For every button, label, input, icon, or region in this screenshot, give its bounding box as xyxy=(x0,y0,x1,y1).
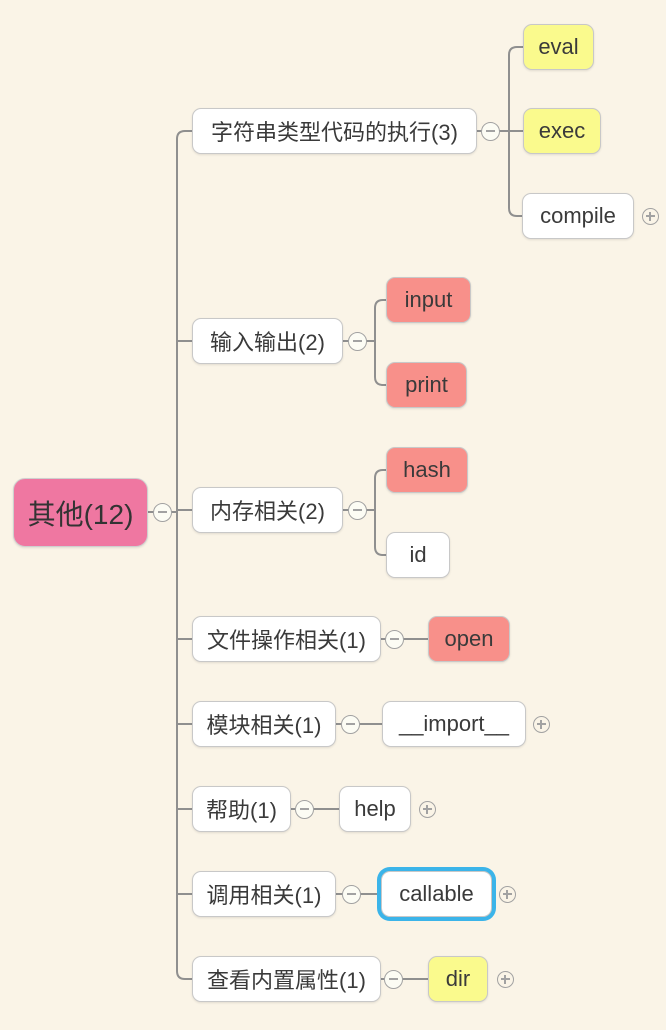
minus-icon xyxy=(389,638,399,640)
node-callable[interactable]: callable xyxy=(381,871,492,917)
node-label: open xyxy=(444,626,494,651)
plus-icon xyxy=(500,974,510,984)
branch-label: 输入输出(2) xyxy=(210,330,325,355)
node-hash[interactable]: hash xyxy=(386,447,468,493)
collapse-toggle-call-related[interactable] xyxy=(341,884,361,904)
plus-icon xyxy=(502,889,512,899)
collapse-toggle-builtin-attributes[interactable] xyxy=(383,969,403,989)
minus-icon xyxy=(352,509,362,511)
node-dir[interactable]: dir xyxy=(428,956,488,1002)
expand-toggle-help[interactable] xyxy=(418,800,436,818)
minus-icon xyxy=(157,511,167,513)
minus-icon xyxy=(485,130,495,132)
collapse-toggle-memory[interactable] xyxy=(347,500,367,520)
branch-builtin-attributes[interactable]: 查看内置属性(1) xyxy=(192,956,381,1002)
root-node-label: 其他(12) xyxy=(27,498,134,530)
node-import[interactable]: __import__ xyxy=(382,701,526,747)
minus-icon xyxy=(352,340,362,342)
branch-label: 文件操作相关(1) xyxy=(207,628,366,653)
expand-toggle-import[interactable] xyxy=(532,715,550,733)
node-label: print xyxy=(405,372,448,397)
expand-toggle-dir[interactable] xyxy=(496,970,514,988)
node-label: id xyxy=(409,542,427,567)
node-exec[interactable]: exec xyxy=(523,108,601,154)
collapse-toggle-file-operations[interactable] xyxy=(384,629,404,649)
branch-module[interactable]: 模块相关(1) xyxy=(192,701,336,747)
root-node-other[interactable]: 其他(12) xyxy=(13,478,148,547)
branch-label: 模块相关(1) xyxy=(206,713,322,738)
node-print[interactable]: print xyxy=(386,362,467,408)
minus-icon xyxy=(299,808,309,810)
node-label: input xyxy=(404,287,453,312)
branch-call-related[interactable]: 调用相关(1) xyxy=(192,871,336,917)
node-label: hash xyxy=(403,457,451,482)
branch-string-code-execution[interactable]: 字符串类型代码的执行(3) xyxy=(192,108,477,154)
plus-icon xyxy=(536,719,546,729)
node-help[interactable]: help xyxy=(339,786,411,832)
node-open[interactable]: open xyxy=(428,616,510,662)
branch-label: 字符串类型代码的执行(3) xyxy=(211,120,458,145)
node-eval[interactable]: eval xyxy=(523,24,594,70)
branch-help[interactable]: 帮助(1) xyxy=(192,786,291,832)
expand-toggle-callable[interactable] xyxy=(498,885,516,903)
collapse-toggle-input-output[interactable] xyxy=(347,331,367,351)
node-id[interactable]: id xyxy=(386,532,450,578)
node-label: callable xyxy=(399,881,474,906)
collapse-toggle-string-code-execution[interactable] xyxy=(480,121,500,141)
branch-memory[interactable]: 内存相关(2) xyxy=(192,487,343,533)
collapse-toggle-help[interactable] xyxy=(294,799,314,819)
branch-label: 查看内置属性(1) xyxy=(207,968,366,993)
collapse-toggle-root[interactable] xyxy=(152,502,172,522)
node-label: __import__ xyxy=(398,711,510,736)
node-compile[interactable]: compile xyxy=(522,193,634,239)
branch-input-output[interactable]: 输入输出(2) xyxy=(192,318,343,364)
node-label: dir xyxy=(445,966,471,991)
node-input[interactable]: input xyxy=(386,277,471,323)
node-label: help xyxy=(354,796,396,821)
branch-label: 调用相关(1) xyxy=(206,883,322,908)
node-label: eval xyxy=(538,34,579,59)
collapse-toggle-module[interactable] xyxy=(340,714,360,734)
minus-icon xyxy=(346,893,356,895)
branch-label: 内存相关(2) xyxy=(210,499,325,524)
branch-file-operations[interactable]: 文件操作相关(1) xyxy=(192,616,381,662)
plus-icon xyxy=(422,804,432,814)
node-label: compile xyxy=(540,203,616,228)
minus-icon xyxy=(388,978,398,980)
branch-label: 帮助(1) xyxy=(206,798,277,823)
node-label: exec xyxy=(538,118,586,143)
minus-icon xyxy=(345,723,355,725)
plus-icon xyxy=(645,211,655,221)
expand-toggle-compile[interactable] xyxy=(641,207,659,225)
